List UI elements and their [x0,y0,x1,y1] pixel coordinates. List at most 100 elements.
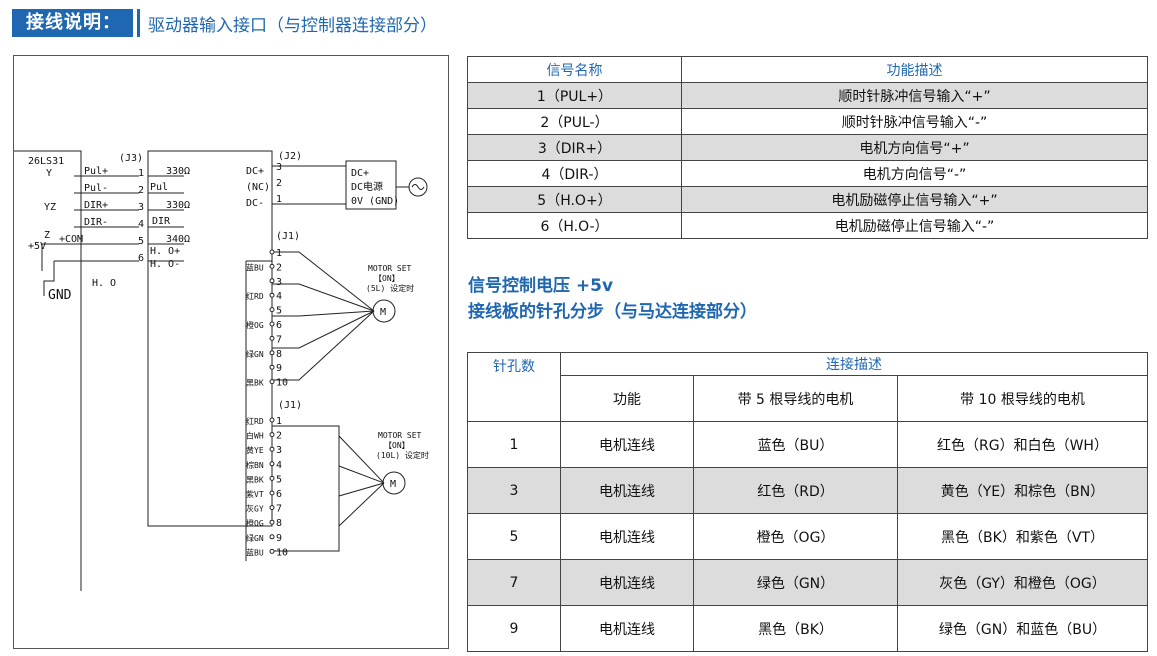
function-header: 功能描述 [681,56,1148,83]
pin-terminal [269,263,275,269]
svg-text:M: M [390,479,396,490]
pin-number: 4 [276,460,282,471]
table-row: 2（PUL-）顺时针脉冲信号输入“-” [467,108,1148,135]
svg-text:5: 5 [138,236,144,247]
wire-color-label: 红RD [246,416,264,426]
svg-text:(J3): (J3) [119,153,143,164]
wire-color-label: 白WH [246,431,264,441]
pin-number: 4 [276,291,282,302]
svg-text:DIR-: DIR- [84,217,108,228]
wire-color-label: 黄YE [246,445,264,455]
svg-text:DC-: DC- [246,198,264,209]
pin-number: 1 [276,416,282,427]
pin-number: 3 [276,445,282,456]
svg-text:YZ: YZ [44,202,56,213]
pin-terminal [269,475,275,481]
svg-text:330Ω: 330Ω [166,166,190,177]
table-row: 3（DIR+）电机方向信号“+” [467,134,1148,161]
pin-terminal [269,519,275,525]
pin-number: 5 [276,474,282,485]
pin-terminal [269,321,275,327]
connection-header: 连接描述 [560,352,1148,376]
svg-text:0V (GND): 0V (GND) [351,196,399,207]
pin-terminal [269,432,275,438]
table-row: 1（PUL+）顺时针脉冲信号输入“+” [467,82,1148,109]
wire-color-label: 橙OG [246,518,264,528]
pin-number: 2 [276,262,282,273]
pin-terminal [269,379,275,385]
pin-terminal [269,505,275,511]
pin-terminal [269,461,275,467]
pin-number: 10 [276,547,288,558]
wire-color-label: 紫VT [246,490,264,499]
svg-text:(NC): (NC) [246,182,270,193]
svg-text:Y: Y [46,168,52,179]
svg-text:4: 4 [138,219,144,230]
pin-number: 9 [276,363,282,374]
pin-number: 7 [276,504,282,515]
pin-terminal [269,417,275,423]
pin-terminal [269,548,275,554]
signal-table: 信号名称 功能描述 1（PUL+）顺时针脉冲信号输入“+” 2（PUL-）顺时针… [467,56,1148,239]
svg-text:DIR: DIR [152,216,171,227]
pin-terminal [269,335,275,341]
svg-text:H. O: H. O [92,278,116,289]
pin-number: 10 [276,378,288,389]
pin-layout-title: 接线板的针孔分步（与马达连接部分） [468,302,757,322]
svg-text:(10L) 设定时: (10L) 设定时 [376,450,429,460]
svg-text:MOTOR SET: MOTOR SET [368,264,412,273]
svg-text:+COM: +COM [59,234,83,245]
pin-number: 8 [276,518,282,529]
pin-number: 9 [276,533,282,544]
pin-terminal [269,364,275,370]
svg-text:+5V: +5V [28,241,46,252]
pin-terminal [269,278,275,284]
svg-text:1: 1 [276,194,282,205]
header-badge: 接线说明： [12,9,133,37]
svg-text:2: 2 [138,185,144,196]
svg-text:Z: Z [44,230,50,241]
svg-text:GND: GND [48,288,72,303]
pin-number: 7 [276,334,282,345]
wire-color-label: 蓝BU [246,547,264,557]
pin-number: 5 [276,306,282,317]
wire-color-label: 橙OG [246,320,264,330]
wire-color-label: 红RD [246,291,264,301]
wiring-diagram-svg: 26LS31 Y YZ Z +5V GND H. O (J3) Pul+ Pul… [14,150,429,591]
wire-color-label: 棕BN [246,460,264,470]
table-row: 4（DIR-）电机方向信号“-” [467,160,1148,187]
pin-number: 2 [276,431,282,442]
signal-name-header: 信号名称 [467,56,682,83]
svg-text:H. O+: H. O+ [150,246,180,257]
wire-color-label: 绿GN [246,534,264,543]
table-row: 6（H.O-）电机励磁停止信号输入“-” [467,212,1148,239]
svg-text:【ON】: 【ON】 [384,441,410,450]
svg-text:3: 3 [138,202,144,213]
pin-terminal [269,534,275,540]
pin-terminal [269,307,275,313]
pin-terminal [269,292,275,298]
svg-text:(J1): (J1) [278,400,302,411]
wire-color-label: 黑BK [246,475,264,484]
chip-label: 26LS31 [28,156,64,167]
pin-number: 8 [276,349,282,360]
wire-color-label: 绿GN [246,350,264,359]
svg-text:340Ω: 340Ω [166,234,190,245]
section-header: 接线说明： 驱动器输入接口（与控制器连接部分） [12,9,437,37]
svg-text:【ON】: 【ON】 [374,274,400,283]
table-row: 5（H.O+）电机励磁停止信号输入“+” [467,186,1148,213]
pin-terminal [269,249,275,255]
wire-color-label: 灰GY [246,504,264,514]
pin-terminal [269,350,275,356]
voltage-note: 信号控制电压 +5v [468,276,614,296]
svg-text:(5L) 设定时: (5L) 设定时 [366,283,414,293]
svg-text:6: 6 [138,253,144,264]
svg-text:Pul+: Pul+ [84,166,108,177]
svg-text:DIR+: DIR+ [84,200,108,211]
pin-number: 1 [276,248,282,259]
